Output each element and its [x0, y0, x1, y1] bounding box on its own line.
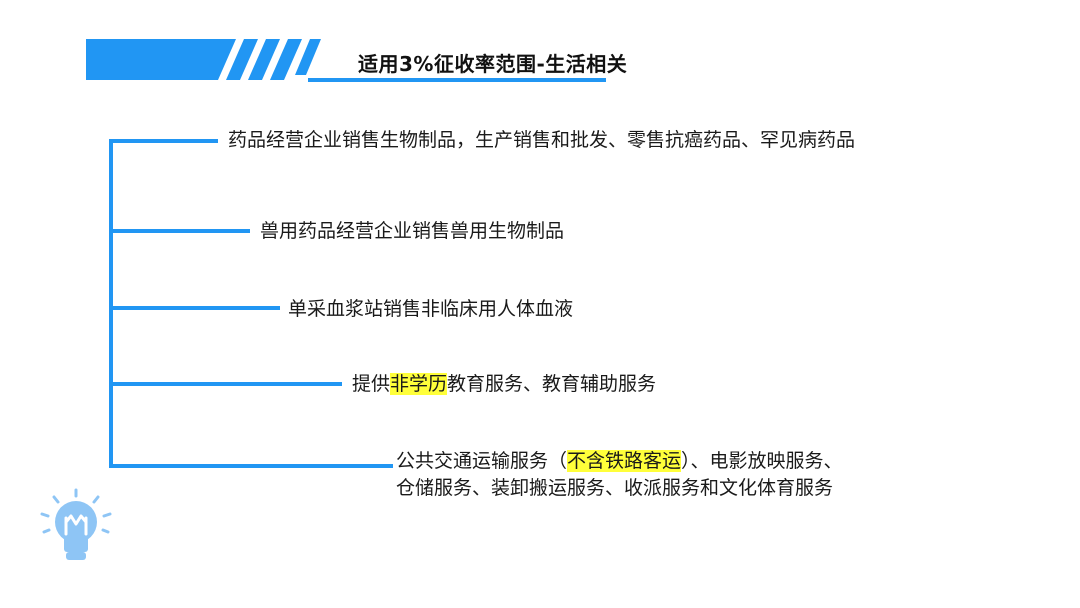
highlighted-text: 非学历: [390, 373, 448, 395]
item-line: 提供非学历教育服务、教育辅助服务: [352, 371, 656, 398]
item-text: ）、电影放映服务、: [681, 450, 843, 472]
item-text: 教育服务、教育辅助服务: [447, 373, 657, 395]
item-line: 兽用药品经营企业销售兽用生物制品: [260, 218, 564, 245]
lightbulb-icon: [40, 488, 112, 560]
item-text: 药品经营企业销售生物制品，生产销售和批发、零售抗癌药品、罕见病药品: [228, 129, 856, 151]
item-line: 单采血浆站销售非临床用人体血液: [288, 296, 573, 323]
item-line: 药品经营企业销售生物制品，生产销售和批发、零售抗癌药品、罕见病药品: [228, 127, 855, 154]
list-item: 单采血浆站销售非临床用人体血液: [288, 296, 573, 323]
list-item: 兽用药品经营企业销售兽用生物制品: [260, 218, 564, 245]
slash-stripes-decoration: [86, 39, 606, 82]
item-text: 公共交通运输服务（: [396, 450, 568, 472]
highlighted-text: 不含铁路客运: [567, 450, 682, 472]
list-item: 药品经营企业销售生物制品，生产销售和批发、零售抗癌药品、罕见病药品: [228, 127, 855, 154]
list-item: 提供非学历教育服务、教育辅助服务: [352, 371, 656, 398]
item-text: 仓储服务、装卸搬运服务、收派服务和文化体育服务: [396, 477, 834, 499]
page-title: 适用3%征收率范围-生活相关: [358, 52, 628, 76]
item-line: 公共交通运输服务（不含铁路客运）、电影放映服务、: [396, 448, 843, 475]
item-text: 提供: [352, 373, 391, 395]
item-text: 兽用药品经营企业销售兽用生物制品: [260, 220, 565, 242]
item-line: 仓储服务、装卸搬运服务、收派服务和文化体育服务: [396, 475, 843, 502]
item-text: 单采血浆站销售非临床用人体血液: [288, 298, 574, 320]
list-item: 公共交通运输服务（不含铁路客运）、电影放映服务、仓储服务、装卸搬运服务、收派服务…: [396, 448, 843, 502]
title-banner: 适用3%征收率范围-生活相关: [86, 39, 627, 83]
